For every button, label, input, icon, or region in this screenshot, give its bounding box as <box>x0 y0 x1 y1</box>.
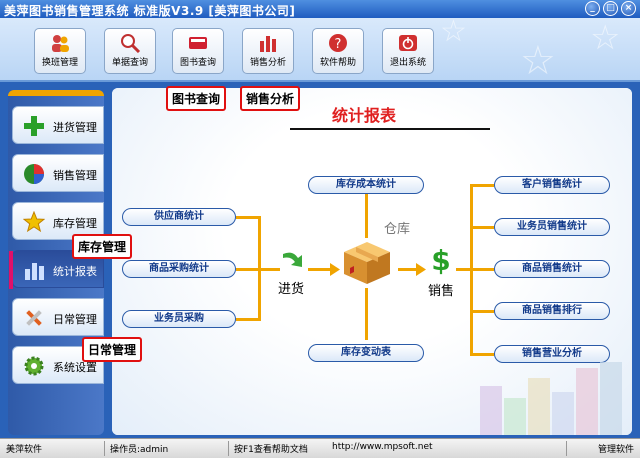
purchase-statistics-button[interactable]: 商品采购统计 <box>122 260 236 278</box>
purchase-label: 进货 <box>278 282 305 297</box>
warehouse-label: 仓库 <box>384 222 411 237</box>
connector <box>470 184 494 187</box>
sidebar-item-purchase[interactable]: 进货管理 <box>12 106 104 144</box>
status-bar: 美萍软件 操作员:admin 按F1查看帮助文档 http://www.mpso… <box>0 438 640 458</box>
connector <box>236 318 258 321</box>
exit-system-button[interactable]: 退出系统 <box>382 28 434 74</box>
dollar-icon: $ <box>431 244 450 276</box>
connector <box>365 288 368 340</box>
plus-icon <box>24 116 44 136</box>
connector <box>398 268 418 271</box>
sales-analysis-report-button[interactable]: 销售营业分析 <box>494 345 610 363</box>
connector <box>308 268 332 271</box>
connector <box>258 268 280 271</box>
callout-daily-management: 日常管理 <box>82 337 143 362</box>
sales-label: 销售 <box>428 284 455 299</box>
connector <box>365 194 368 238</box>
toolbar: ☆ ☆ ☆ 换班管理 单据查询 图书查询 销售分析 ? <box>0 18 640 82</box>
callout-inventory-management: 库存管理 <box>72 234 133 259</box>
connector <box>470 268 494 271</box>
minimize-icon[interactable]: _ <box>585 1 600 16</box>
sidebar-item-daily[interactable]: 日常管理 <box>12 298 104 336</box>
connector <box>456 268 472 271</box>
maximize-icon[interactable]: □ <box>603 1 618 16</box>
inventory-change-button[interactable]: 库存变动表 <box>308 344 424 362</box>
book-icon <box>189 37 207 49</box>
title-bar: 美萍图书销售管理系统 标准版V3.9 [美萍图书公司] _ □ × <box>0 0 640 18</box>
page-title: 统计报表 <box>332 106 397 125</box>
status-role: 管理软件 <box>598 445 635 455</box>
close-icon[interactable]: × <box>621 1 636 16</box>
pie-chart-icon <box>24 164 44 184</box>
customer-sales-button[interactable]: 客户销售统计 <box>494 176 610 194</box>
product-sales-button[interactable]: 商品销售统计 <box>494 260 610 278</box>
power-icon <box>399 35 417 51</box>
warehouse-box-icon <box>344 242 390 284</box>
window-title: 美萍图书销售管理系统 标准版V3.9 [美萍图书公司] <box>4 4 296 18</box>
arrow-head-icon <box>416 263 426 276</box>
arrow-head-icon <box>330 263 340 276</box>
supplier-statistics-button[interactable]: 供应商统计 <box>122 208 236 226</box>
salesman-purchase-button[interactable]: 业务员采购 <box>122 310 236 328</box>
salesman-sales-button[interactable]: 业务员销售统计 <box>494 218 610 236</box>
connector <box>470 226 494 229</box>
svg-text:$: $ <box>431 244 450 276</box>
gear-icon <box>24 356 44 376</box>
main-panel: 统计报表 供应商统计 商品采购统计 业务员采购 进货 库存成本统计 仓库 库存变… <box>112 88 632 435</box>
shift-management-button[interactable]: 换班管理 <box>34 28 86 74</box>
callout-sales-analysis: 销售分析 <box>240 86 301 111</box>
green-arrow-icon <box>283 252 302 267</box>
star-decoration-icon: ☆ <box>590 18 621 58</box>
status-url: http://www.mpsoft.net <box>332 442 433 452</box>
star-icon <box>23 211 45 233</box>
callout-book-query: 图书查询 <box>166 86 227 111</box>
title-underline <box>290 128 490 130</box>
sidebar: 进货管理 销售管理 库存管理 统计报表 日常管理 <box>8 90 104 435</box>
status-help: 按F1查看帮助文档 <box>234 445 308 455</box>
help-icon: ? <box>329 34 347 52</box>
sidebar-item-sales[interactable]: 销售管理 <box>12 154 104 192</box>
document-query-button[interactable]: 单据查询 <box>104 28 156 74</box>
software-help-button[interactable]: ? 软件帮助 <box>312 28 364 74</box>
sales-analysis-button[interactable]: 销售分析 <box>242 28 294 74</box>
status-software: 美萍软件 <box>6 445 43 455</box>
star-decoration-icon: ☆ <box>440 18 467 49</box>
sidebar-item-inventory[interactable]: 库存管理 <box>12 202 104 240</box>
connector <box>470 353 494 356</box>
connector <box>236 268 258 271</box>
status-operator: 操作员:admin <box>110 445 169 455</box>
magnifier-icon <box>121 34 141 53</box>
tools-icon <box>26 310 42 326</box>
inventory-cost-button[interactable]: 库存成本统计 <box>308 176 424 194</box>
connector <box>470 310 494 313</box>
bar-chart-icon <box>25 263 44 280</box>
product-ranking-button[interactable]: 商品销售排行 <box>494 302 610 320</box>
star-decoration-icon: ☆ <box>520 38 556 82</box>
book-query-button[interactable]: 图书查询 <box>172 28 224 74</box>
svg-text:?: ? <box>335 37 342 52</box>
connector <box>236 216 258 219</box>
sidebar-accent <box>8 90 104 96</box>
bar-chart-icon <box>260 36 276 52</box>
decorative-bars-icon <box>480 362 622 435</box>
users-icon <box>52 35 69 52</box>
